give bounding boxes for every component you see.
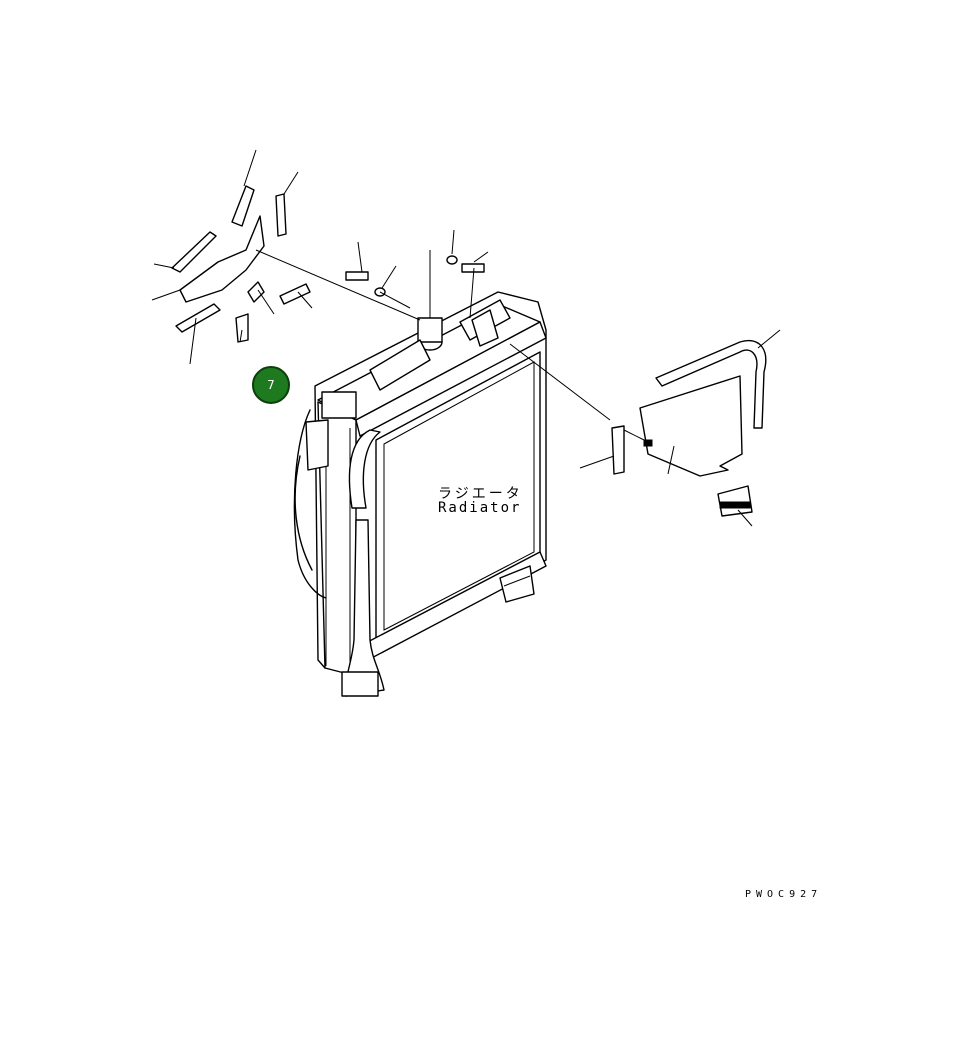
figure-code: PWOC927 [745, 889, 823, 900]
right-side-parts [611, 339, 767, 517]
left-bracket-parts [171, 185, 311, 343]
bolts-and-washers [345, 255, 485, 297]
leader-lines [151, 149, 781, 527]
radiator-label-jp: ラジエータ [438, 486, 523, 502]
radiator-label-en: Radiator [438, 500, 522, 516]
callout-badge[interactable]: 7 [252, 366, 290, 404]
radiator-assembly [293, 291, 547, 697]
callout-badge-number: 7 [267, 378, 275, 392]
